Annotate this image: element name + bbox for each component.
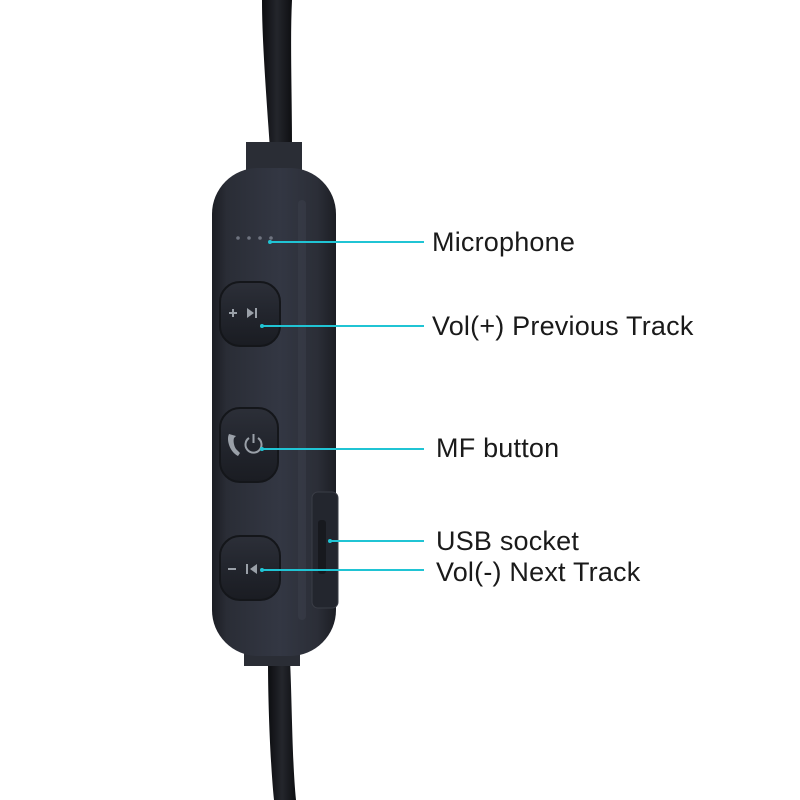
cable-top: [262, 0, 292, 150]
cable-bottom: [268, 660, 296, 800]
plus-icon: [229, 309, 237, 317]
cable-collar-top: [246, 142, 302, 172]
label-mf-button: MF button: [436, 433, 560, 463]
vol-up-prev-button[interactable]: [219, 281, 281, 347]
label-vol-up-previous-track: Vol(+) Previous Track: [432, 311, 694, 341]
skip-back-icon: [246, 564, 257, 574]
leader-dots: [260, 240, 332, 572]
label-vol-down-next-track: Vol(-) Next Track: [436, 557, 641, 587]
label-microphone: Microphone: [432, 227, 576, 257]
leader-lines: [262, 241, 424, 571]
vol-down-next-button[interactable]: [219, 535, 281, 601]
label-usb-socket: USB socket: [436, 526, 580, 556]
mf-button[interactable]: [219, 407, 279, 483]
phone-icon: [228, 434, 240, 456]
power-icon: [244, 434, 263, 454]
remote-body-highlight: [298, 200, 306, 620]
play-skip-icon: [247, 308, 257, 318]
microphone-holes: [236, 236, 273, 240]
